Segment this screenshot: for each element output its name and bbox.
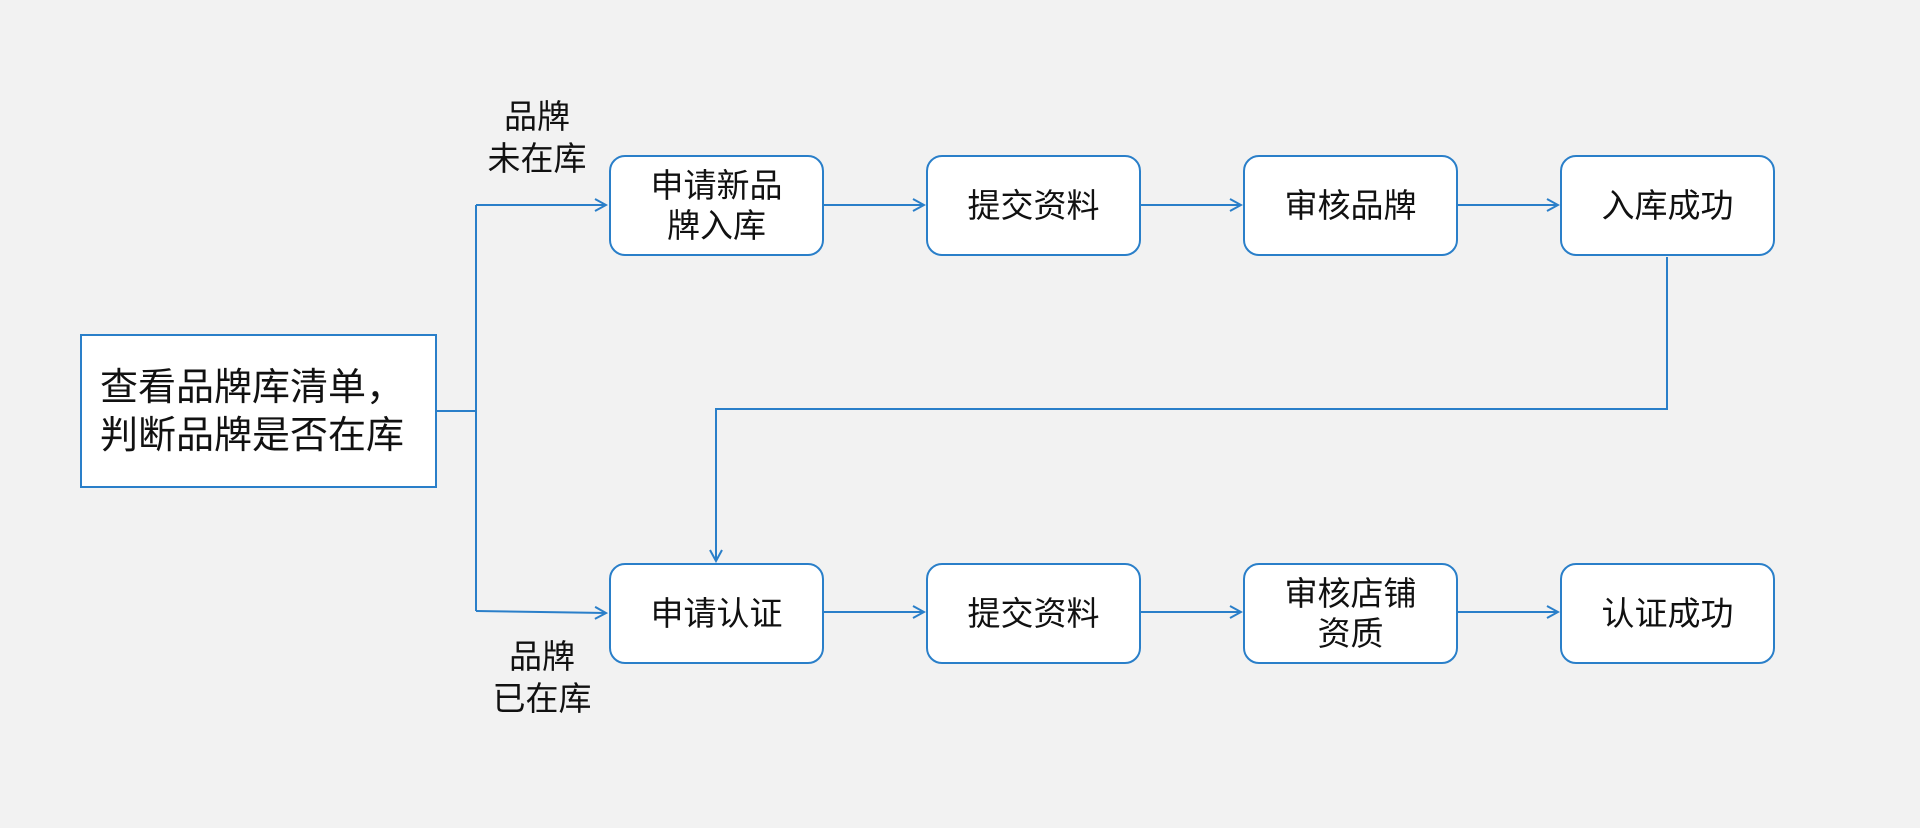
start-node-check-brand-library: 查看品牌库清单， 判断品牌是否在库: [80, 334, 437, 488]
node-apply-new-brand-entry: 申请新品 牌入库: [609, 155, 824, 256]
node-submit-materials-bottom: 提交资料: [926, 563, 1141, 664]
edge-split-to-apply-certification: [475, 611, 606, 613]
node-review-brand: 审核品牌: [1243, 155, 1458, 256]
node-certified-successfully: 认证成功: [1560, 563, 1775, 664]
node-stored-successfully: 入库成功: [1560, 155, 1775, 256]
start-node-line-1: 查看品牌库清单，: [100, 365, 405, 409]
edge-stored-to-apply-certification: [716, 257, 1668, 561]
branch-label-in-library: 品牌 已在库: [492, 637, 592, 718]
branch-label-not-in-library: 品牌 未在库: [487, 97, 587, 178]
node-review-store-qualification: 审核店铺 资质: [1243, 563, 1458, 664]
node-submit-materials-top: 提交资料: [926, 155, 1141, 256]
start-node-line-2: 判断品牌是否在库: [100, 413, 405, 457]
node-apply-certification: 申请认证: [609, 563, 824, 664]
